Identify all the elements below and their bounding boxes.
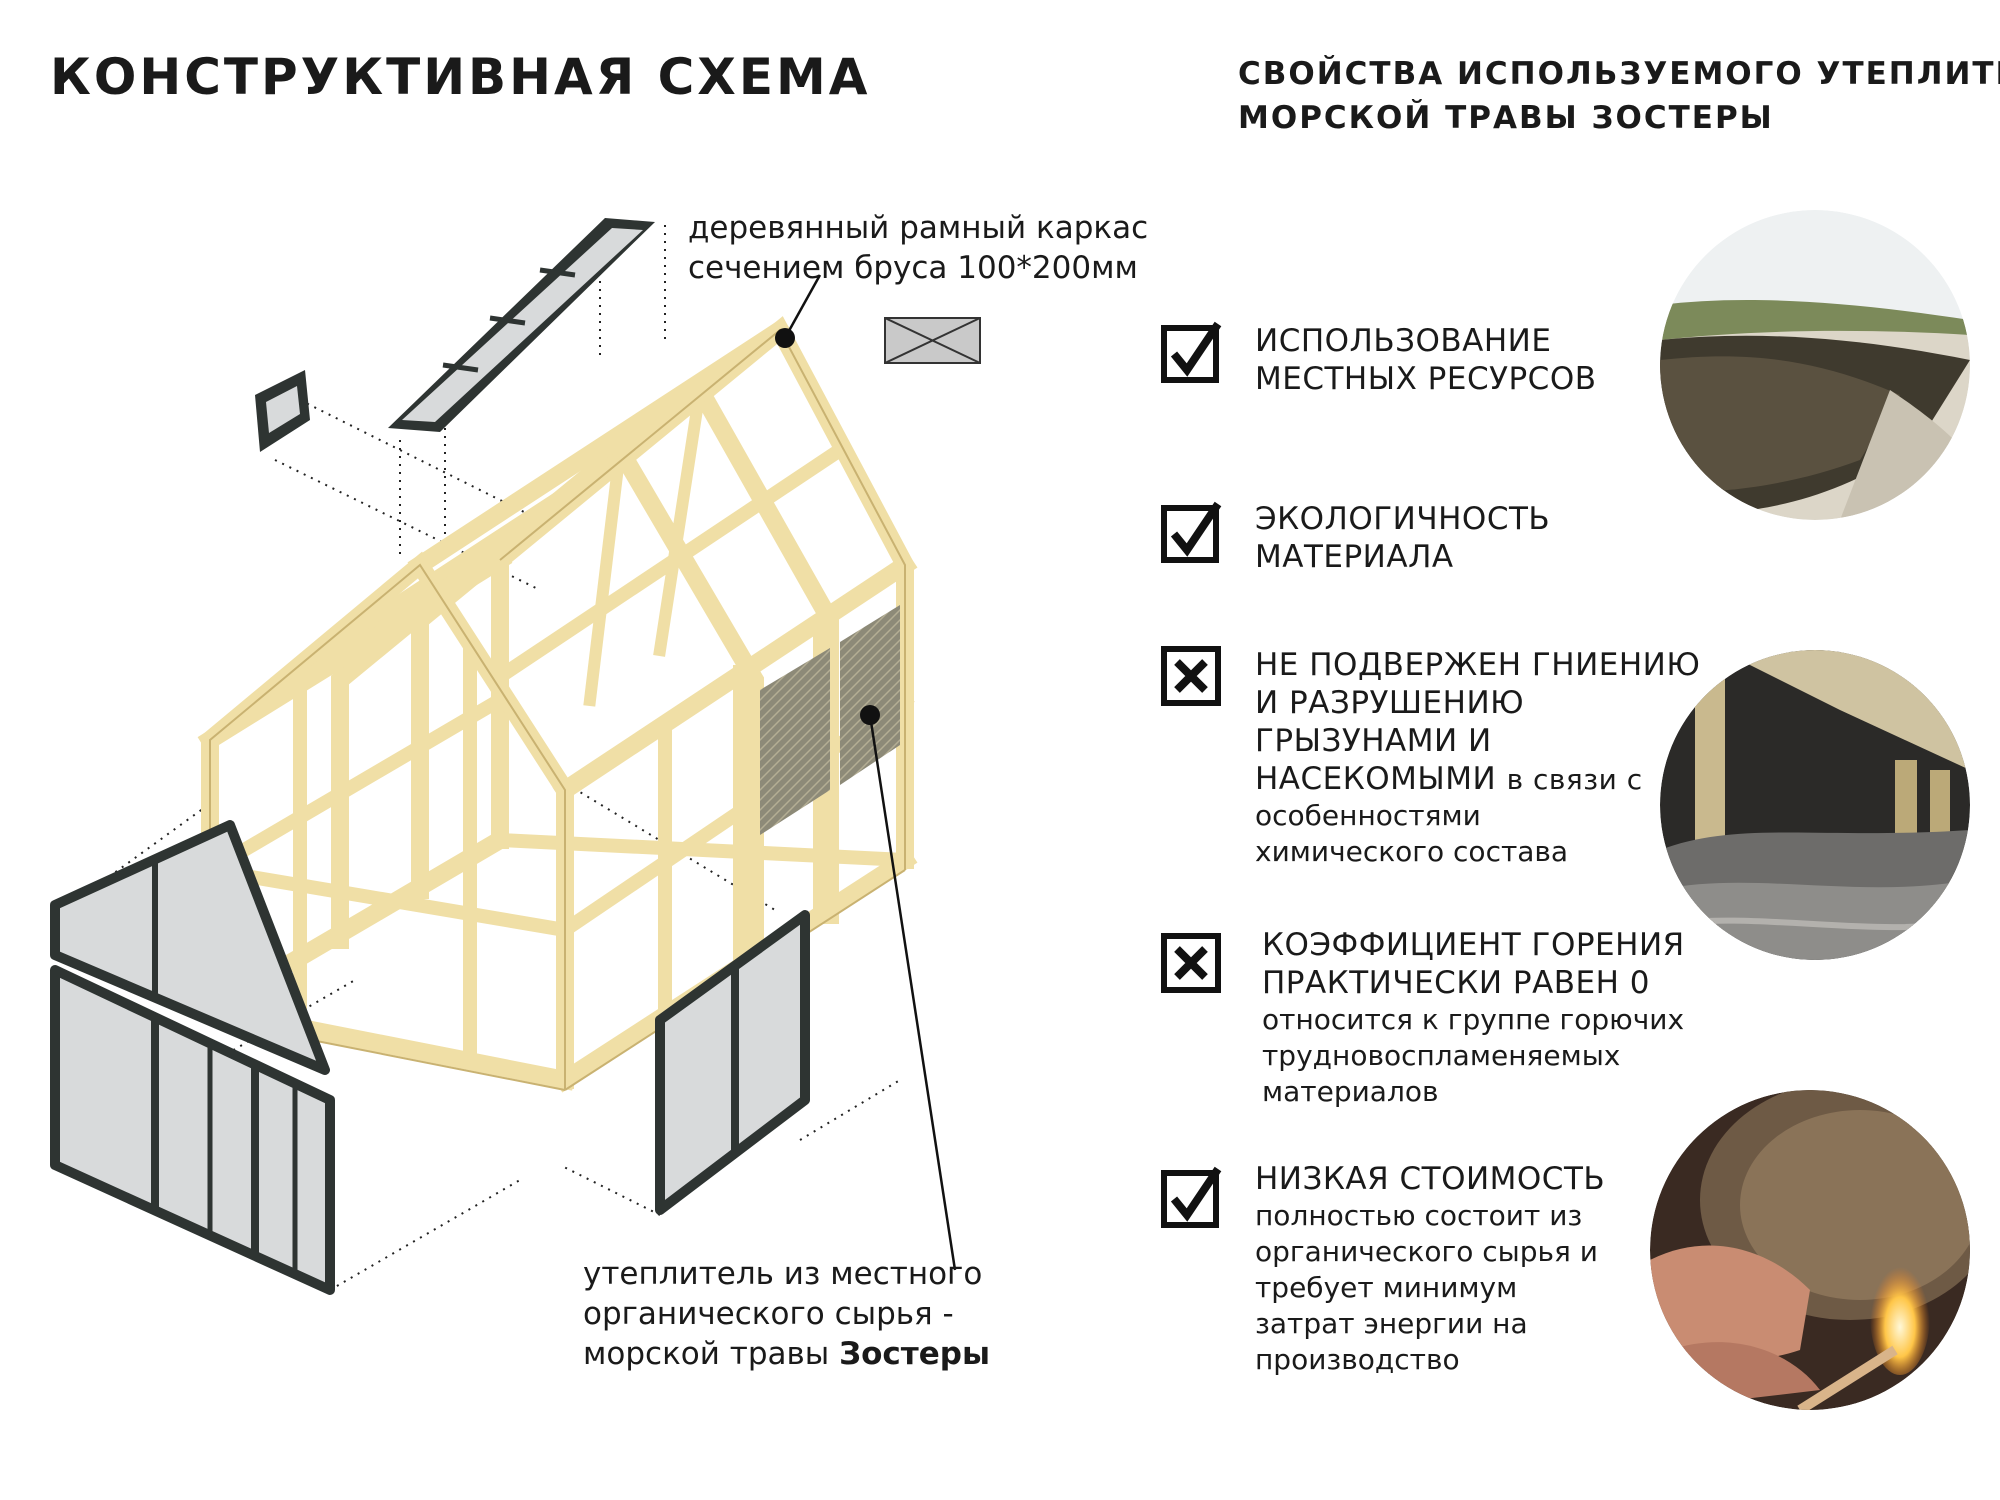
property-heading-line: ГРЫЗУНАМИ И (1255, 723, 1492, 759)
check-icon (1161, 501, 1222, 563)
property-rot-resistance: НЕ ПОДВЕРЖЕН ГНИЕНИЮ И РАЗРУШЕНИЮ ГРЫЗУН… (1255, 646, 1700, 870)
insulation-label-prefix: морской травы (583, 1336, 840, 1372)
insulation-label: утеплитель из местного органического сыр… (583, 1254, 990, 1374)
frame-label-line-2: сечением бруса 100*200мм (688, 250, 1138, 286)
property-desc-line: затрат энергии на (1255, 1307, 1528, 1340)
check-icon (1161, 321, 1222, 383)
leader-lines (783, 274, 957, 1271)
property-desc-line: полностью состоит из (1255, 1199, 1583, 1232)
property-low-cost: НИЗКАЯ СТОИМОСТЬ полностью состоит из ор… (1255, 1160, 1605, 1378)
glazing-side (655, 910, 810, 1215)
property-desc-line: производство (1255, 1343, 1460, 1376)
beam-section-icon (884, 317, 981, 364)
insulation-label-bold: Зостеры (839, 1336, 991, 1372)
property-desc-line: требует минимум (1255, 1271, 1518, 1304)
property-heading-line: И РАЗРУШЕНИЮ (1255, 685, 1525, 721)
frame-label: деревянный рамный каркас сечением бруса … (688, 208, 1148, 288)
property-local-resources: ИСПОЛЬЗОВАНИЕ МЕСТНЫХ РЕСУРСОВ (1255, 322, 1597, 398)
property-desc-line: особенностями (1255, 799, 1481, 832)
check-icon (1161, 1166, 1222, 1228)
property-heading-line: НАСЕКОМЫМИ в связи с (1255, 760, 1700, 798)
insulation-label-line-1: утеплитель из местного (583, 1256, 983, 1292)
property-heading-line: МЕСТНЫХ РЕСУРСОВ (1255, 361, 1597, 397)
skylight-panel (388, 218, 655, 432)
properties-title: СВОЙСТВА ИСПОЛЬЗУЕМОГО УТЕПЛИТЕЛЯ- МОРСК… (1238, 52, 2000, 140)
glazing-front-doors (50, 965, 335, 1295)
property-desc-line: органического сырья и (1255, 1235, 1598, 1268)
property-heading-line: ПРАКТИЧЕСКИ РАВЕН 0 (1262, 965, 1651, 1001)
cross-icon (1161, 646, 1221, 706)
property-ecology: ЭКОЛОГИЧНОСТЬ МАТЕРИАЛА (1255, 500, 1550, 576)
glazing-gable (50, 820, 330, 1075)
page-title: КОНСТРУКТИВНАЯ СХЕМА (50, 48, 871, 106)
property-desc-inline: в связи с (1506, 763, 1643, 796)
insulation-panels (760, 605, 900, 835)
insulation-label-line-2: органического сырья - (583, 1296, 954, 1332)
seagrass-shore-photo (1660, 210, 1970, 520)
property-desc-line: относится к группе горючих (1262, 1003, 1685, 1036)
frame-leader-dot (775, 328, 795, 348)
properties-title-line-2: МОРСКОЙ ТРАВЫ ЗОСТЕРЫ (1238, 100, 1774, 136)
small-window (255, 370, 310, 452)
property-desc-line: трудновоспламеняемых (1262, 1039, 1621, 1072)
property-heading-line: ЭКОЛОГИЧНОСТЬ (1255, 501, 1551, 537)
insulation-label-line-3: морской травы Зостеры (583, 1334, 990, 1374)
insulation-leader-dot (860, 705, 880, 725)
burning-seagrass-photo (1650, 1090, 1970, 1410)
frame-label-line-1: деревянный рамный каркас (688, 210, 1149, 246)
property-heading-text: НАСЕКОМЫМИ (1255, 761, 1497, 797)
construction-diagram (50, 218, 981, 1295)
insulated-attic-photo (1660, 650, 1970, 960)
property-heading-line: МАТЕРИАЛА (1255, 539, 1454, 575)
cross-icon (1161, 933, 1221, 993)
property-heading-line: КОЭФФИЦИЕНТ ГОРЕНИЯ (1262, 927, 1685, 963)
property-combustion: КОЭФФИЦИЕНТ ГОРЕНИЯ ПРАКТИЧЕСКИ РАВЕН 0 … (1262, 926, 1685, 1110)
properties-title-line-1: СВОЙСТВА ИСПОЛЬЗУЕМОГО УТЕПЛИТЕЛЯ- (1238, 56, 2000, 92)
property-heading-line: НЕ ПОДВЕРЖЕН ГНИЕНИЮ (1255, 647, 1701, 683)
property-heading-line: НИЗКАЯ СТОИМОСТЬ (1255, 1161, 1606, 1197)
property-desc-line: материалов (1262, 1075, 1439, 1108)
property-heading-line: ИСПОЛЬЗОВАНИЕ (1255, 323, 1552, 359)
property-desc-line: химического состава (1255, 835, 1569, 868)
